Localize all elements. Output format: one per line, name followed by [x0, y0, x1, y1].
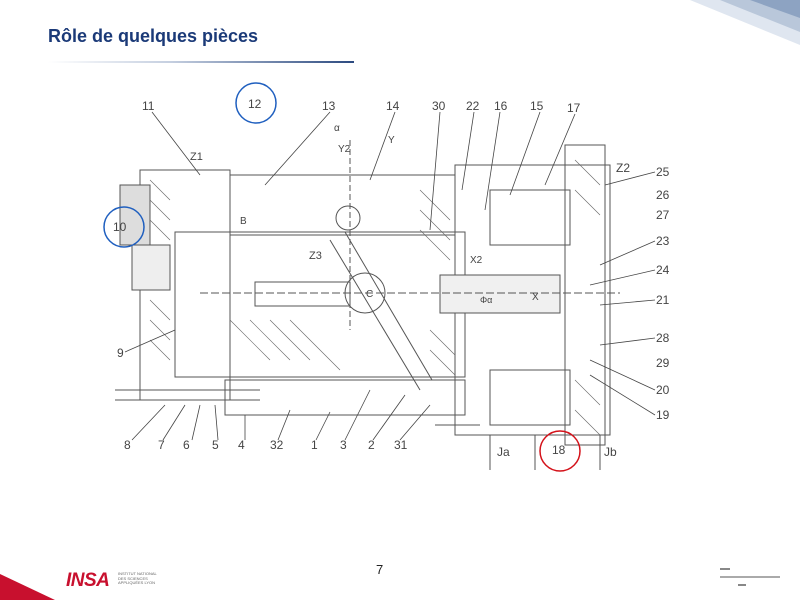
label-phi: Φα	[480, 295, 492, 305]
highlight-circle-18	[539, 430, 581, 472]
label-2: 2	[368, 438, 375, 452]
swash-plate	[329, 239, 421, 391]
label-z3: Z3	[309, 250, 322, 262]
label-13: 13	[322, 99, 336, 113]
label-y: Y	[388, 135, 395, 146]
label-10: 10	[113, 220, 127, 234]
label-8: 8	[124, 438, 131, 452]
pulley	[564, 144, 606, 446]
label-alpha: α	[334, 123, 340, 134]
label-26: 26	[656, 188, 670, 202]
label-6: 6	[183, 438, 190, 452]
label-ja: Ja	[497, 445, 510, 459]
upper-ball	[335, 205, 361, 231]
label-27: 27	[656, 208, 670, 222]
label-5: 5	[212, 438, 219, 452]
label-3: 3	[340, 438, 347, 452]
label-23: 23	[656, 234, 670, 248]
label-x: X	[532, 292, 539, 303]
lower-body	[224, 379, 466, 416]
label-22: 22	[466, 99, 480, 113]
label-9: 9	[117, 346, 124, 360]
label-19: 19	[656, 408, 670, 422]
title-underline	[48, 61, 354, 63]
coil-lower	[489, 369, 571, 426]
label-jb: Jb	[604, 445, 617, 459]
label-24: 24	[656, 263, 670, 277]
slide-title: Rôle de quelques pièces	[48, 26, 259, 46]
label-31: 31	[394, 438, 408, 452]
label-14: 14	[386, 99, 400, 113]
label-28: 28	[656, 331, 670, 345]
label-z1: Z1	[190, 151, 203, 163]
drive-shaft	[439, 274, 561, 314]
label-c: C	[366, 289, 373, 300]
label-17: 17	[567, 101, 581, 115]
label-4: 4	[238, 438, 245, 452]
insa-logo-text: INSA	[66, 570, 110, 591]
label-25: 25	[656, 165, 670, 179]
label-15: 15	[530, 99, 544, 113]
label-z2: Z2	[616, 161, 630, 175]
port-lower	[131, 244, 171, 291]
label-30: 30	[432, 99, 446, 113]
label-29: 29	[656, 356, 670, 370]
label-7: 7	[158, 438, 165, 452]
piston	[254, 281, 351, 307]
highlight-circle-10	[103, 206, 145, 248]
upper-body	[229, 174, 456, 236]
label-11: 11	[142, 99, 155, 113]
corner-decoration	[690, 0, 800, 45]
label-x2: X2	[470, 255, 483, 266]
insa-logo-subtext: INSTITUT NATIONAL DES SCIENCES APPLIQUÉE…	[118, 571, 157, 586]
hatching-body	[229, 319, 341, 371]
highlight-circle-12	[235, 82, 277, 124]
label-y2: Y2	[338, 144, 351, 155]
label-18: 18	[552, 443, 566, 457]
label-1: 1	[311, 438, 318, 452]
coil-upper	[489, 189, 571, 246]
hatching-pulley	[574, 159, 601, 436]
label-16: 16	[494, 99, 508, 113]
port-upper	[119, 184, 151, 246]
label-21: 21	[656, 293, 670, 307]
insa-logo-band	[0, 574, 55, 600]
label-12: 12	[248, 97, 262, 111]
label-20: 20	[656, 383, 670, 397]
hatching-left	[149, 179, 171, 361]
label-32: 32	[270, 438, 284, 452]
hatching-right	[419, 189, 456, 376]
page-number: 7	[376, 562, 384, 577]
label-b: B	[240, 216, 247, 227]
partner-logo	[720, 568, 780, 586]
